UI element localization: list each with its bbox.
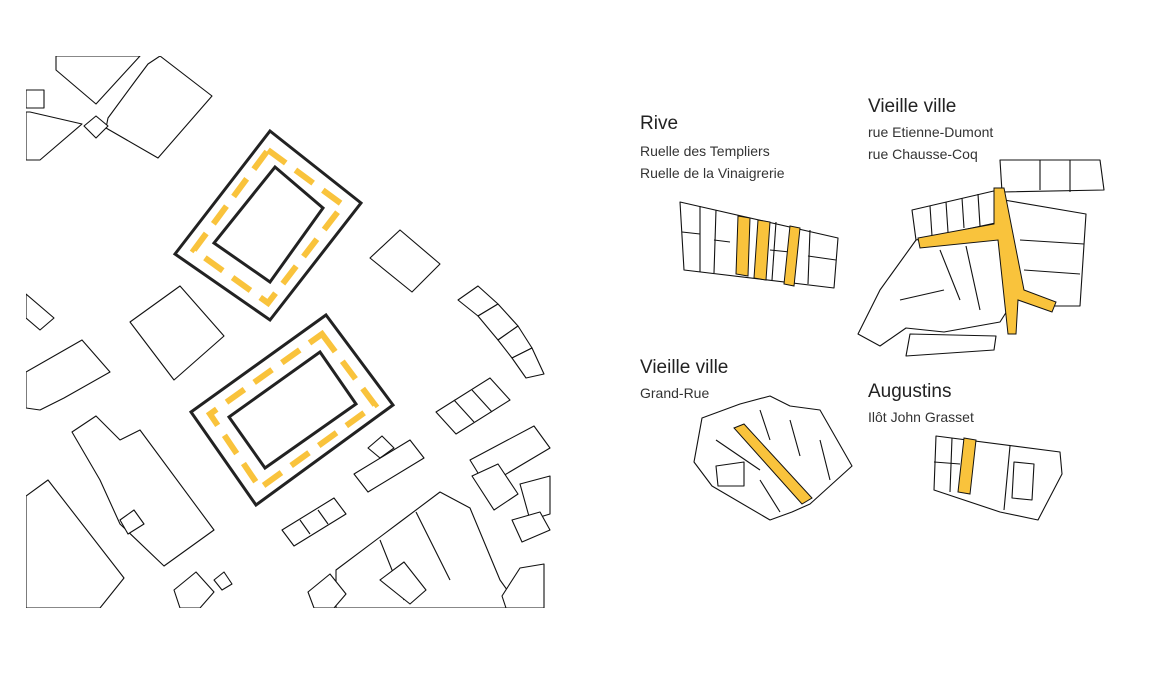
street-name: rue Chausse-Coq [868, 146, 978, 162]
building [307, 573, 347, 608]
building [71, 415, 215, 567]
street-name: Ruelle de la Vinaigrerie [640, 165, 785, 181]
building [369, 229, 441, 293]
district-title: Rive [640, 113, 679, 134]
building [26, 89, 45, 109]
district-label-augustins: Augustins Ilôt John Grasset [868, 380, 974, 428]
building [26, 111, 83, 161]
building [105, 56, 213, 159]
building [511, 511, 551, 543]
building [173, 571, 215, 608]
context-buildings [26, 56, 551, 608]
building [501, 563, 545, 608]
street-name: rue Etienne-Dumont [868, 124, 994, 140]
district-label-vieille-ville-north: Vieille ville rue Etienne-Dumont rue Cha… [868, 95, 993, 165]
district-title: Vieille ville [868, 96, 957, 117]
building [471, 463, 519, 511]
district-title: Augustins [868, 381, 952, 402]
building [119, 509, 145, 535]
building [353, 439, 425, 493]
street-name: Ruelle des Templiers [640, 143, 770, 159]
building [26, 479, 125, 608]
building [379, 561, 427, 605]
proposed-block-north [172, 128, 364, 323]
building [435, 377, 511, 435]
street-name: Ilôt John Grasset [868, 409, 974, 425]
building [281, 497, 347, 547]
proposed-block-south [188, 312, 396, 508]
building [26, 339, 111, 411]
building [55, 56, 141, 105]
building [367, 435, 395, 459]
district-label-rive: Rive Ruelle des Templiers Ruelle de la V… [640, 112, 785, 184]
building [129, 285, 225, 381]
building [213, 571, 233, 591]
building [511, 347, 545, 379]
building [26, 293, 55, 331]
district-label-vieille-ville-grand-rue: Vieille ville Grand-Rue [640, 356, 728, 404]
street-name: Grand-Rue [640, 385, 710, 401]
building [83, 115, 109, 139]
district-title: Vieille ville [640, 357, 729, 378]
building [335, 491, 521, 608]
building [519, 475, 551, 521]
